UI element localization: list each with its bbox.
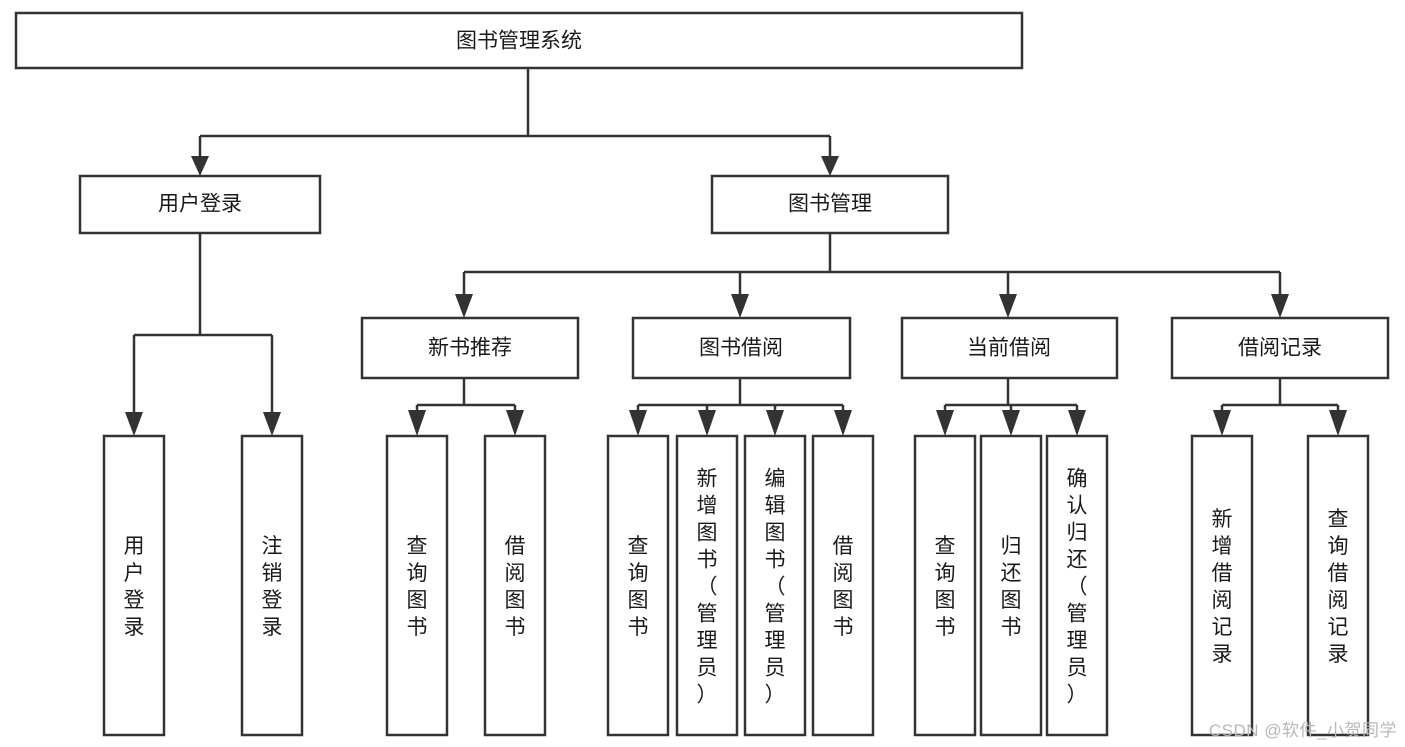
node-bookmgmt-box[interactable]: [710, 174, 950, 235]
node-login[interactable]: 用户登录: [78, 174, 322, 235]
arrow-head-leaf-cu-confirm: [1068, 410, 1086, 436]
node-current-box[interactable]: [900, 316, 1119, 380]
node-login-label: 用户登录: [158, 193, 242, 216]
arrow-head-leaf-rc-add: [1213, 410, 1231, 436]
arrow-head-leaf-nb-query: [408, 410, 426, 436]
node-leaf-nb-borrow-box[interactable]: [483, 434, 547, 737]
node-leaf-bw-add[interactable]: 新增图书（管理员）: [675, 434, 739, 737]
node-current[interactable]: 当前借阅: [900, 316, 1119, 380]
node-leaf-nb-borrow[interactable]: 借阅图书: [483, 434, 547, 737]
node-leaf-rc-query-box[interactable]: [1306, 434, 1370, 737]
arrow-head-current: [999, 294, 1017, 318]
arrow-head-login: [191, 156, 209, 176]
node-leaf-user-login-label: 用户登录: [124, 535, 145, 639]
node-leaf-cu-query[interactable]: 查询图书: [913, 434, 977, 737]
arrow-head-leaf-cu-return: [1002, 410, 1020, 436]
arrow-head-leaf-user-logout: [263, 412, 281, 436]
node-bookmgmt-label: 图书管理: [788, 193, 872, 216]
node-leaf-cu-confirm[interactable]: 确认归还（管理员）: [1045, 434, 1109, 737]
node-borrow[interactable]: 图书借阅: [631, 316, 852, 380]
node-leaf-nb-query-box[interactable]: [385, 434, 449, 737]
node-leaf-bw-query-box[interactable]: [606, 434, 670, 737]
node-leaf-cu-return[interactable]: 归还图书: [979, 434, 1043, 737]
node-leaf-bw-add-label: 新增图书（管理员）: [697, 468, 718, 707]
node-bookmgmt[interactable]: 图书管理: [710, 174, 950, 235]
node-login-box[interactable]: [78, 174, 322, 235]
node-records-box[interactable]: [1170, 316, 1390, 380]
node-leaf-cu-return-box[interactable]: [979, 434, 1043, 737]
arrow-head-leaf-cu-query: [936, 410, 954, 436]
arrow-head-leaf-nb-borrow: [506, 410, 524, 436]
node-borrow-label: 图书借阅: [699, 337, 783, 360]
node-root[interactable]: 图书管理系统: [14, 11, 1024, 70]
node-leaf-user-logout-label: 注销登录: [262, 535, 283, 639]
node-root-box[interactable]: [14, 11, 1024, 70]
arrow-head-leaf-rc-query: [1329, 410, 1347, 436]
node-leaf-cu-confirm-box[interactable]: [1045, 434, 1109, 737]
node-current-label: 当前借阅: [967, 337, 1051, 360]
node-leaf-rc-add[interactable]: 新增借阅记录: [1190, 434, 1254, 737]
node-newbook-box[interactable]: [360, 316, 580, 380]
node-leaf-bw-add-box[interactable]: [675, 434, 739, 737]
node-leaf-nb-borrow-label: 借阅图书: [505, 535, 526, 639]
node-borrow-box[interactable]: [631, 316, 852, 380]
node-leaf-rc-add-box[interactable]: [1190, 434, 1254, 737]
arrow-head-leaf-bw-add: [698, 410, 716, 436]
node-leaf-cu-query-label: 查询图书: [935, 535, 956, 639]
node-leaf-bw-edit-box[interactable]: [743, 434, 807, 737]
node-leaf-bw-borrow-label: 借阅图书: [833, 535, 854, 639]
arrow-head-leaf-user-login: [125, 412, 143, 436]
node-leaf-cu-return-label: 归还图书: [1001, 535, 1022, 639]
arrow-head-borrow: [731, 294, 749, 318]
arrow-head-leaf-bw-borrow: [834, 410, 852, 436]
node-leaf-rc-add-label: 新增借阅记录: [1212, 508, 1233, 666]
node-leaf-user-login[interactable]: 用户登录: [102, 434, 166, 737]
node-leaf-bw-borrow-box[interactable]: [811, 434, 875, 737]
node-leaf-rc-query[interactable]: 查询借阅记录: [1306, 434, 1370, 737]
connector-layer: [125, 68, 1347, 436]
node-leaf-user-logout-box[interactable]: [240, 434, 304, 737]
node-leaf-bw-query[interactable]: 查询图书: [606, 434, 670, 737]
node-records-label: 借阅记录: [1238, 337, 1322, 360]
node-leaf-cu-query-box[interactable]: [913, 434, 977, 737]
node-records[interactable]: 借阅记录: [1170, 316, 1390, 380]
node-root-label: 图书管理系统: [456, 30, 582, 53]
arrow-head-leaf-bw-query: [629, 410, 647, 436]
node-leaf-bw-query-label: 查询图书: [628, 535, 649, 639]
node-leaf-user-logout[interactable]: 注销登录: [240, 434, 304, 737]
node-leaf-nb-query-label: 查询图书: [407, 535, 428, 639]
node-leaf-user-login-box[interactable]: [102, 434, 166, 737]
node-newbook-label: 新书推荐: [428, 337, 512, 360]
node-newbook[interactable]: 新书推荐: [360, 316, 580, 380]
arrow-head-bookmgmt: [821, 156, 839, 176]
arrow-head-leaf-bw-edit: [766, 410, 784, 436]
arrow-head-newbook: [455, 294, 473, 318]
node-leaf-nb-query[interactable]: 查询图书: [385, 434, 449, 737]
node-leaf-bw-edit-label: 编辑图书（管理员）: [765, 468, 786, 707]
arrow-head-records: [1271, 294, 1289, 318]
node-leaf-rc-query-label: 查询借阅记录: [1328, 508, 1349, 666]
node-leaf-bw-edit[interactable]: 编辑图书（管理员）: [743, 434, 807, 737]
node-leaf-bw-borrow[interactable]: 借阅图书: [811, 434, 875, 737]
node-leaf-cu-confirm-label: 确认归还（管理员）: [1067, 468, 1088, 707]
